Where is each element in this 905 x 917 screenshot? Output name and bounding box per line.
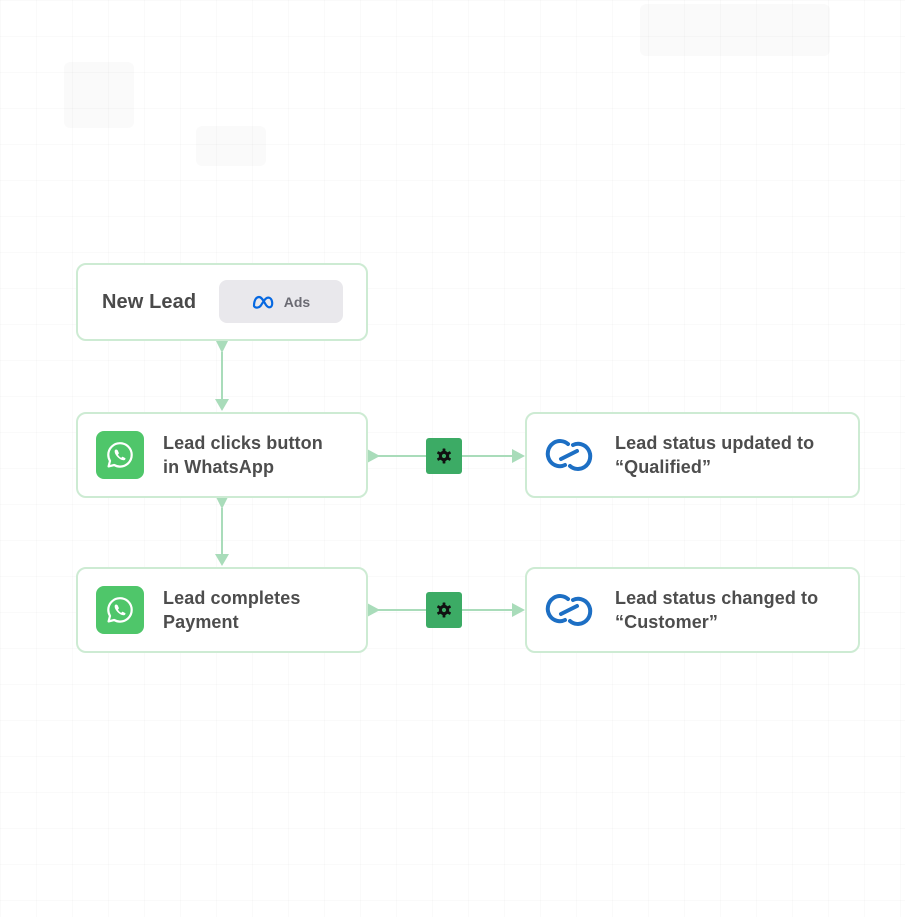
zoho-crm-icon (545, 439, 593, 471)
result-1-text: Lead status updated to “Qualified” (615, 433, 815, 477)
zoho-crm-icon (545, 594, 593, 626)
result-2-text: Lead status changed to “Customer” (615, 588, 819, 632)
connector-step-1-to-result-1 (367, 449, 380, 463)
trigger-node-new-lead[interactable]: New Lead Ads (76, 263, 368, 341)
whatsapp-icon (96, 586, 144, 634)
step-node-lead-clicks-button[interactable]: Lead clicks button in WhatsApp (76, 412, 368, 498)
result-node-status-qualified[interactable]: Lead status updated to “Qualified” (525, 412, 860, 498)
meta-logo-icon (252, 295, 274, 309)
connector-trigger-to-step-1 (216, 341, 228, 353)
arrowhead (215, 399, 229, 411)
arrowhead (512, 449, 525, 463)
connector-step-1-to-step-2 (216, 497, 228, 509)
connector-step-2-to-result-2 (367, 603, 380, 617)
arrowhead (215, 554, 229, 566)
whatsapp-icon (96, 431, 144, 479)
action-gear-step-2[interactable] (426, 592, 462, 628)
action-gear-step-1[interactable] (426, 438, 462, 474)
result-node-status-customer[interactable]: Lead status changed to “Customer” (525, 567, 860, 653)
step-1-text: Lead clicks button in WhatsApp (163, 433, 323, 477)
step-2-text: Lead completes Payment (163, 588, 301, 632)
gear-icon (437, 602, 451, 618)
trigger-title: New Lead (102, 290, 197, 313)
gear-icon (437, 448, 451, 464)
step-node-lead-completes-payment[interactable]: Lead completes Payment (76, 567, 368, 653)
meta-ads-badge: Ads (219, 280, 343, 323)
ads-badge-label: Ads (283, 293, 311, 310)
arrowhead (512, 603, 525, 617)
